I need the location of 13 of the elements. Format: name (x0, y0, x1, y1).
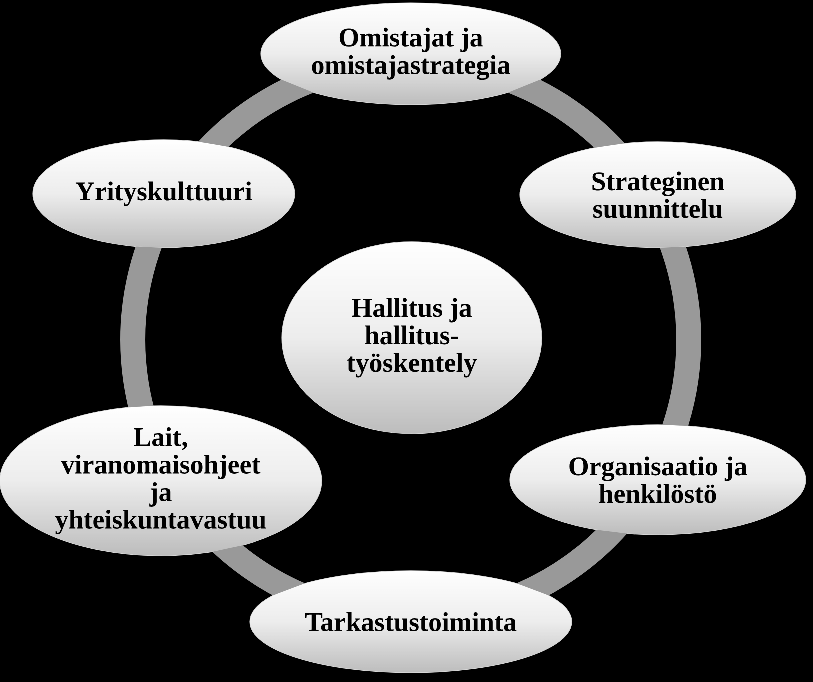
ellipse-label: Strateginen suunnittelu (592, 172, 724, 218)
ellipse-label: Omistajat ja omistajastrategia (312, 28, 510, 80)
ring-segment (212, 546, 306, 596)
ring-segment (516, 530, 628, 596)
ring-segment (660, 246, 702, 426)
ellipse-label: Lait, viranomaisohjeet ja yhteiskuntavastuu (56, 427, 266, 535)
ellipse-label: Tarkastustoiminta (305, 612, 517, 632)
ring-segment (198, 80, 314, 148)
ring-segment (508, 80, 625, 148)
ellipse-label: Organisaatio ja henkilöstö (570, 456, 748, 504)
ellipse-label: Hallitus ja hallitus- työskentely (347, 298, 477, 378)
ring-segment (120, 246, 162, 408)
ellipse-label: Yrityskulttuuri (76, 182, 252, 206)
